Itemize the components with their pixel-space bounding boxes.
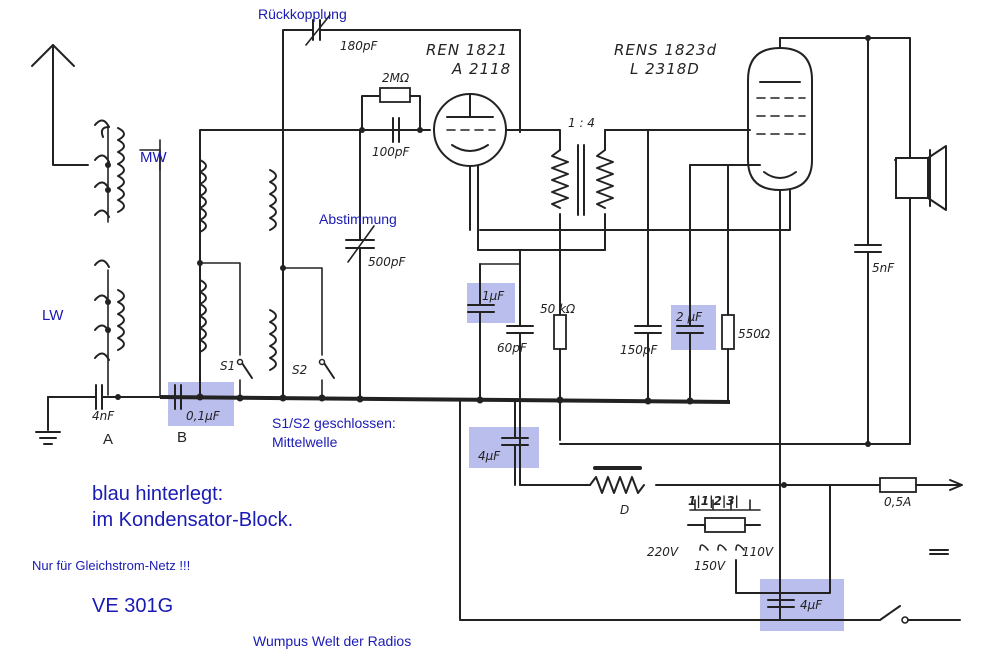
label-credit: Wumpus Welt der Radios bbox=[253, 633, 411, 649]
label-rueckkopplung: Rückkopplung bbox=[258, 6, 347, 22]
label-c-1uf: 1μF bbox=[482, 289, 505, 303]
label-switch-note-2: Mittelwelle bbox=[272, 434, 338, 450]
label-dc-note: Nur für Gleichstrom-Netz !!! bbox=[32, 558, 190, 573]
label-r-550: 550Ω bbox=[738, 327, 771, 341]
highlight-2uf bbox=[671, 305, 716, 350]
capacitor-0-1uf bbox=[174, 384, 182, 410]
antenna bbox=[31, 44, 89, 166]
ground-bus bbox=[159, 395, 731, 404]
label-lw: LW bbox=[42, 307, 64, 324]
label-r-2m: 2MΩ bbox=[382, 71, 410, 85]
tuning-coil-left bbox=[197, 129, 431, 398]
switch-s2 bbox=[318, 358, 335, 399]
lw-coil bbox=[94, 259, 125, 396]
switch-s1 bbox=[236, 358, 253, 399]
label-fuse: 0,5A bbox=[884, 495, 911, 509]
label-s2: S2 bbox=[292, 363, 307, 377]
label-c-60pf: 60pF bbox=[497, 341, 528, 355]
label-choke-d: D bbox=[620, 503, 629, 517]
capacitor-60pf bbox=[506, 249, 534, 486]
capacitor-4uf-a bbox=[501, 399, 529, 486]
label-abstimmung: Abstimmung bbox=[319, 211, 397, 227]
resistor-550 bbox=[721, 164, 735, 402]
label-point-a: A bbox=[103, 431, 113, 448]
label-c-0-1uf: 0,1μF bbox=[186, 409, 221, 423]
tube-1 bbox=[433, 93, 521, 251]
mw-coil bbox=[94, 119, 125, 223]
feedback-coil bbox=[269, 29, 323, 399]
output-circuit bbox=[559, 35, 947, 447]
label-r-50k: 50 kΩ bbox=[540, 302, 576, 316]
label-blue-note-1: blau hinterlegt: bbox=[92, 483, 223, 505]
capacitor-180pf bbox=[304, 14, 521, 133]
label-model: VE 301G bbox=[92, 595, 173, 617]
label-tube2-name: RENS 1823d bbox=[614, 41, 717, 59]
label-c-5nf: 5nF bbox=[872, 261, 895, 275]
supply-rail bbox=[519, 466, 961, 494]
mains-terminals bbox=[929, 479, 963, 555]
label-mw: MW bbox=[140, 149, 167, 166]
label-220v: 220V bbox=[647, 545, 679, 559]
capacitor-4uf-b bbox=[459, 399, 961, 624]
transformer bbox=[477, 129, 751, 251]
capacitor-2uf bbox=[676, 164, 761, 402]
label-transformer-ratio: 1 : 4 bbox=[568, 116, 595, 130]
capacitor-150pf bbox=[634, 129, 662, 402]
label-c-180pf: 180pF bbox=[340, 39, 379, 53]
label-tube1-name: REN 1821 bbox=[426, 41, 508, 59]
label-s1: S1 bbox=[220, 359, 235, 373]
label-c-2uf: 2 μF bbox=[676, 310, 703, 324]
tube-2 bbox=[479, 37, 813, 621]
label-c-150pf: 150pF bbox=[620, 343, 659, 357]
label-110v: 110V bbox=[742, 545, 774, 559]
label-150v: 150V bbox=[694, 559, 726, 573]
label-c-500pf: 500pF bbox=[368, 255, 407, 269]
voltage-selector bbox=[687, 484, 831, 594]
label-taps: 1|1|2|3| bbox=[688, 494, 739, 508]
antenna-capacitor bbox=[35, 139, 161, 445]
label-c-4uf-b: 4μF bbox=[800, 598, 823, 612]
label-switch-note-1: S1/S2 geschlossen: bbox=[272, 415, 396, 431]
grid-leak bbox=[359, 87, 423, 143]
label-c-4uf-a: 4μF bbox=[478, 449, 501, 463]
label-point-b: B bbox=[177, 429, 187, 446]
highlight-4uf-a bbox=[469, 427, 539, 468]
label-tube1-alt: A 2118 bbox=[451, 60, 511, 78]
label-c-4nf: 4nF bbox=[92, 409, 115, 423]
resistor-50k bbox=[553, 239, 567, 441]
label-c-100pf: 100pF bbox=[372, 145, 411, 159]
capacitor-block-highlights bbox=[168, 283, 844, 631]
label-tube2-alt: L 2318D bbox=[630, 60, 700, 78]
capacitor-500pf bbox=[345, 129, 375, 400]
highlight-1uf bbox=[467, 283, 515, 323]
capacitor-1uf bbox=[467, 263, 521, 401]
label-blue-note-2: im Kondensator-Block. bbox=[92, 509, 293, 531]
